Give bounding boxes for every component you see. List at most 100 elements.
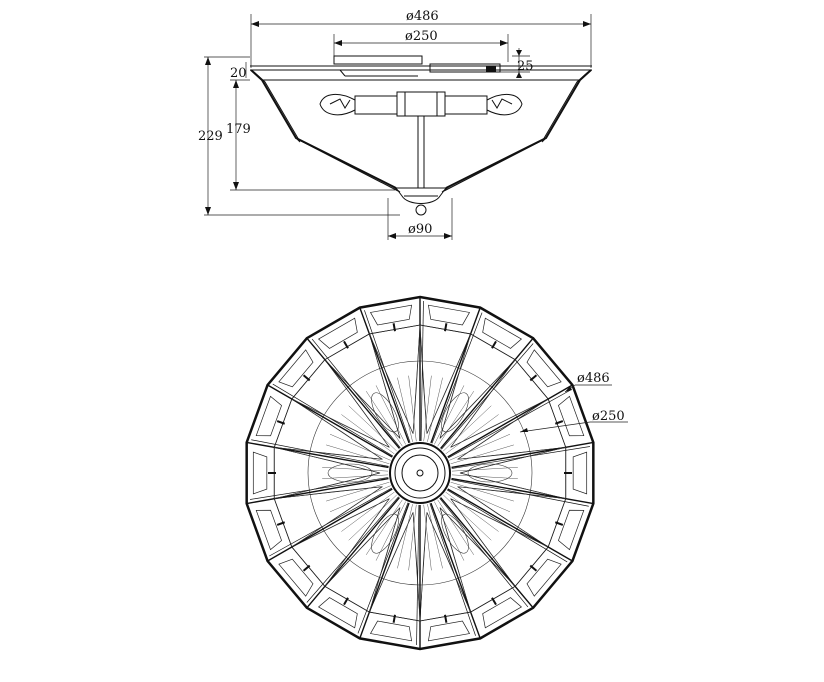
panel-outer-facet: [255, 509, 282, 551]
panel-fan-line: [365, 499, 403, 556]
panel-spoke: [306, 497, 400, 609]
panel-diagonal: [439, 333, 471, 439]
panel-spoke: [451, 441, 594, 469]
panel-tick: [554, 420, 564, 425]
panel-outer-facet: [317, 317, 358, 349]
panel-spoke: [246, 477, 389, 505]
panel-facet: [273, 446, 381, 500]
panel-fan-line: [451, 467, 518, 472]
panel-spoke-inner: [416, 504, 420, 645]
panel-diagonal: [450, 498, 549, 548]
panel-spoke: [447, 384, 573, 458]
panel-diagonal: [426, 512, 471, 613]
panel-facet: [419, 324, 472, 434]
panel-tick: [302, 374, 311, 382]
panel-diagonal: [274, 447, 383, 460]
panel-fan-line: [450, 481, 514, 502]
base-diameter-dimension: ø250: [333, 29, 509, 62]
panel-spoke-inner: [251, 439, 389, 467]
panel-fan-line: [451, 474, 518, 479]
panel-spoke: [451, 477, 594, 505]
panel-fan-line: [365, 390, 403, 447]
overall-diameter-dimension: ø486: [250, 9, 592, 68]
panel-diagonal: [274, 486, 383, 499]
panel-spoke: [246, 441, 389, 469]
panel-fan-line: [408, 375, 417, 442]
panel-tick: [343, 597, 349, 606]
panel-diagonal: [439, 359, 516, 439]
panel-fan-line: [434, 385, 465, 445]
panel-tick: [392, 614, 396, 623]
bulb-outline: [371, 392, 399, 433]
panel-tick: [554, 521, 564, 526]
panel-spoke-inner: [439, 497, 529, 608]
panel-spoke-inner: [249, 477, 389, 500]
panel-facet: [419, 512, 472, 622]
plan-view: ø486 ø250: [245, 295, 628, 651]
panel-diagonal: [419, 324, 428, 434]
panel-fan-line: [397, 377, 413, 442]
panel-diagonal: [369, 507, 401, 613]
panel-spoke-inner: [431, 312, 483, 444]
panel-facet: [291, 359, 390, 448]
panel-diagonal: [369, 512, 414, 613]
panel-fan-line: [397, 504, 413, 569]
canopy-offset-dimension: 25: [500, 48, 534, 78]
panel-fan-line: [375, 385, 406, 445]
panel-facet: [368, 324, 421, 434]
panel-tick: [529, 564, 538, 572]
panel-fan-line: [445, 491, 499, 532]
panel-tick: [392, 323, 396, 332]
panel-spoke: [359, 307, 410, 444]
bulb-outline: [371, 513, 399, 554]
panel-fan-line: [443, 494, 492, 541]
panel-spoke: [440, 337, 534, 449]
panel-diagonal: [439, 507, 516, 587]
panel-fan-line: [427, 504, 443, 569]
panel-diagonal: [274, 472, 381, 499]
panel-tick: [444, 323, 448, 332]
plan-center-hub: [389, 442, 451, 504]
plan-dimension-leaders: ø486 ø250: [519, 371, 628, 433]
panel-fan-line: [322, 467, 389, 472]
base-diameter-label: ø250: [405, 29, 438, 44]
panel-outer-facet: [278, 349, 314, 388]
side-elevation-view: ø486 ø250 25 229: [198, 9, 592, 240]
panel-fan-line: [449, 433, 511, 461]
panel-tick: [529, 374, 538, 382]
panel-spoke-inner: [451, 446, 591, 469]
panel-diagonal: [459, 472, 566, 499]
plan-overall-diameter-label: ø486: [577, 371, 610, 386]
panel-spoke: [359, 502, 410, 639]
panel-outer-facet: [526, 349, 562, 388]
panel-fan-line: [427, 377, 443, 442]
ceiling-canopy: [250, 55, 592, 77]
panel-outer-facet: [526, 558, 562, 597]
panel-outer-facet: [255, 395, 282, 437]
panel-diagonal: [324, 498, 390, 587]
panel-spoke: [440, 497, 534, 609]
panel-facet: [368, 512, 421, 622]
panel-outer-facet: [558, 395, 585, 437]
panel-spoke: [430, 307, 481, 444]
panel-diagonal: [412, 324, 421, 434]
height-dimensions: 229 179 20: [198, 56, 400, 216]
bulb-outline: [327, 463, 373, 483]
panel-diagonal: [457, 486, 549, 548]
panel-spoke-inner: [357, 502, 409, 634]
panel-diagonal: [426, 333, 471, 434]
panel-diagonal: [291, 398, 390, 448]
panel-spoke: [306, 337, 400, 449]
panel-diagonal: [419, 512, 428, 622]
panel-spoke: [430, 502, 481, 639]
panel-tick: [276, 420, 286, 425]
panel-diagonal: [457, 486, 566, 499]
panel-outer-facet: [427, 620, 471, 642]
panel-fan-line: [348, 494, 397, 541]
panel-outer-facet: [572, 451, 588, 495]
panel-outer-facet: [369, 304, 413, 326]
panel-outer-facet: [427, 304, 471, 326]
panel-tick: [343, 340, 349, 349]
panel-diagonal: [450, 498, 516, 587]
